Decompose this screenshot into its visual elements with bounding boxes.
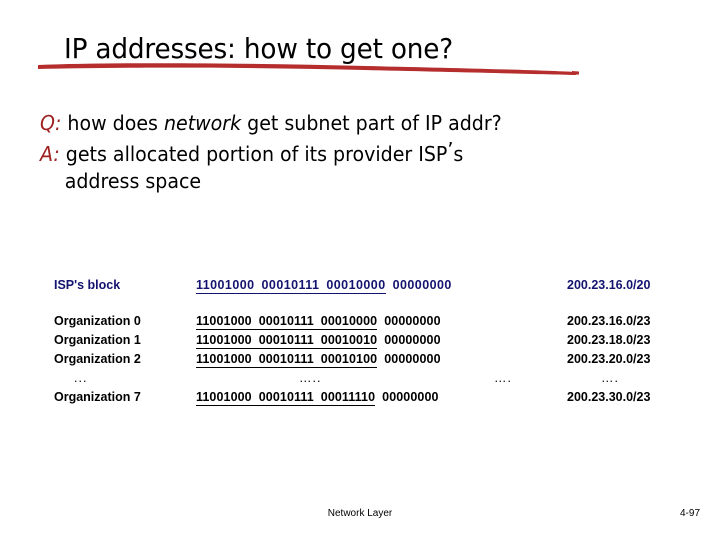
octet-2: 00010111 — [258, 352, 314, 366]
answer-line: A: gets allocated portion of its provide… — [40, 137, 648, 168]
row-binary: 11001000 00010111 00010010 00000000 — [196, 333, 441, 349]
row-label: Organization 1 — [54, 333, 141, 347]
answer-text-tail: s — [453, 142, 464, 166]
octet-2: 00010111 — [258, 333, 314, 347]
octet-1: 11001000 — [196, 333, 252, 347]
row-label: Organization 2 — [54, 352, 141, 366]
question-text-before: how does — [61, 111, 164, 135]
octet-1: 11001000 — [196, 390, 252, 404]
table-row-org-2: Organization 2 11001000 00010111 00010100 0… — [54, 352, 704, 371]
row-binary: 11001000 00010111 00010100 00000000 — [196, 352, 441, 368]
answer-text: gets allocated portion of its provider I… — [59, 142, 448, 166]
octet-4: 00000000 — [382, 390, 439, 404]
octet-4: 00000000 — [384, 314, 441, 328]
answer-line-2: address space — [64, 169, 202, 193]
octet-3: 00010000 — [326, 278, 386, 293]
octet-3: 00010100 — [320, 352, 378, 367]
answer-tag: A: — [40, 142, 60, 166]
octet-1: 11001000 — [196, 314, 252, 328]
address-allocation-table: ISP's block 11001000 00010111 00010000 0000… — [54, 278, 704, 409]
row-binary: 11001000 00010111 00010000 00000000 — [196, 278, 452, 294]
footer-page-number: 4-97 — [679, 508, 700, 519]
table-row-ellipsis: ... ….. …. …. — [54, 371, 704, 390]
footer-label: Network Layer — [327, 508, 393, 519]
octet-3: 00010000 — [320, 314, 378, 329]
row-label: ISP's block — [54, 278, 121, 292]
page-title: IP addresses: how to get one? — [64, 32, 454, 65]
body-text-block: Q: how does network get subnet part of I… — [40, 110, 680, 195]
table-row-org-0: Organization 0 11001000 00010111 00010000 0… — [54, 314, 704, 333]
row-binary: 11001000 00010111 00010000 00000000 — [196, 314, 441, 330]
table-row-org-1: Organization 1 11001000 00010111 00010010 0… — [54, 333, 704, 352]
row-label: Organization 7 — [54, 390, 141, 404]
octet-2: 00010111 — [261, 278, 320, 292]
ellipsis-octet4: …. — [494, 371, 512, 385]
row-address: 200.23.16.0/23 — [567, 314, 651, 328]
octet-1: 11001000 — [196, 278, 255, 292]
table-row-isp: ISP's block 11001000 00010111 00010000 0000… — [54, 278, 704, 299]
ellipsis-binary: ….. — [299, 371, 322, 385]
row-binary: 11001000 00010111 00011110 00000000 — [196, 390, 439, 406]
octet-1: 11001000 — [196, 352, 252, 366]
row-address: 200.23.16.0/20 — [567, 278, 651, 292]
answer-apostrophe: ’ — [447, 138, 454, 162]
octet-4: 00000000 — [384, 333, 441, 347]
question-text-after: get subnet part of IP addr? — [241, 111, 502, 135]
row-address: 200.23.18.0/23 — [567, 333, 651, 347]
row-spacer — [54, 299, 704, 310]
octet-3: 00010010 — [320, 333, 378, 348]
question-line: Q: how does network get subnet part of I… — [40, 110, 648, 137]
octet-2: 00010111 — [258, 314, 314, 328]
octet-3: 00011110 — [320, 390, 376, 405]
octet-4: 00000000 — [392, 278, 452, 292]
row-label: Organization 0 — [54, 314, 141, 328]
ellipsis-address: …. — [601, 371, 619, 385]
question-tag: Q: — [40, 111, 62, 135]
question-text-italic: network — [163, 111, 242, 135]
octet-2: 00010111 — [258, 390, 314, 404]
octet-4: 00000000 — [384, 352, 441, 366]
ellipsis-label: ... — [74, 371, 88, 385]
row-address: 200.23.30.0/23 — [567, 390, 651, 404]
row-address: 200.23.20.0/23 — [567, 352, 651, 366]
table-row-org-7: Organization 7 11001000 00010111 00011110 0… — [54, 390, 704, 409]
